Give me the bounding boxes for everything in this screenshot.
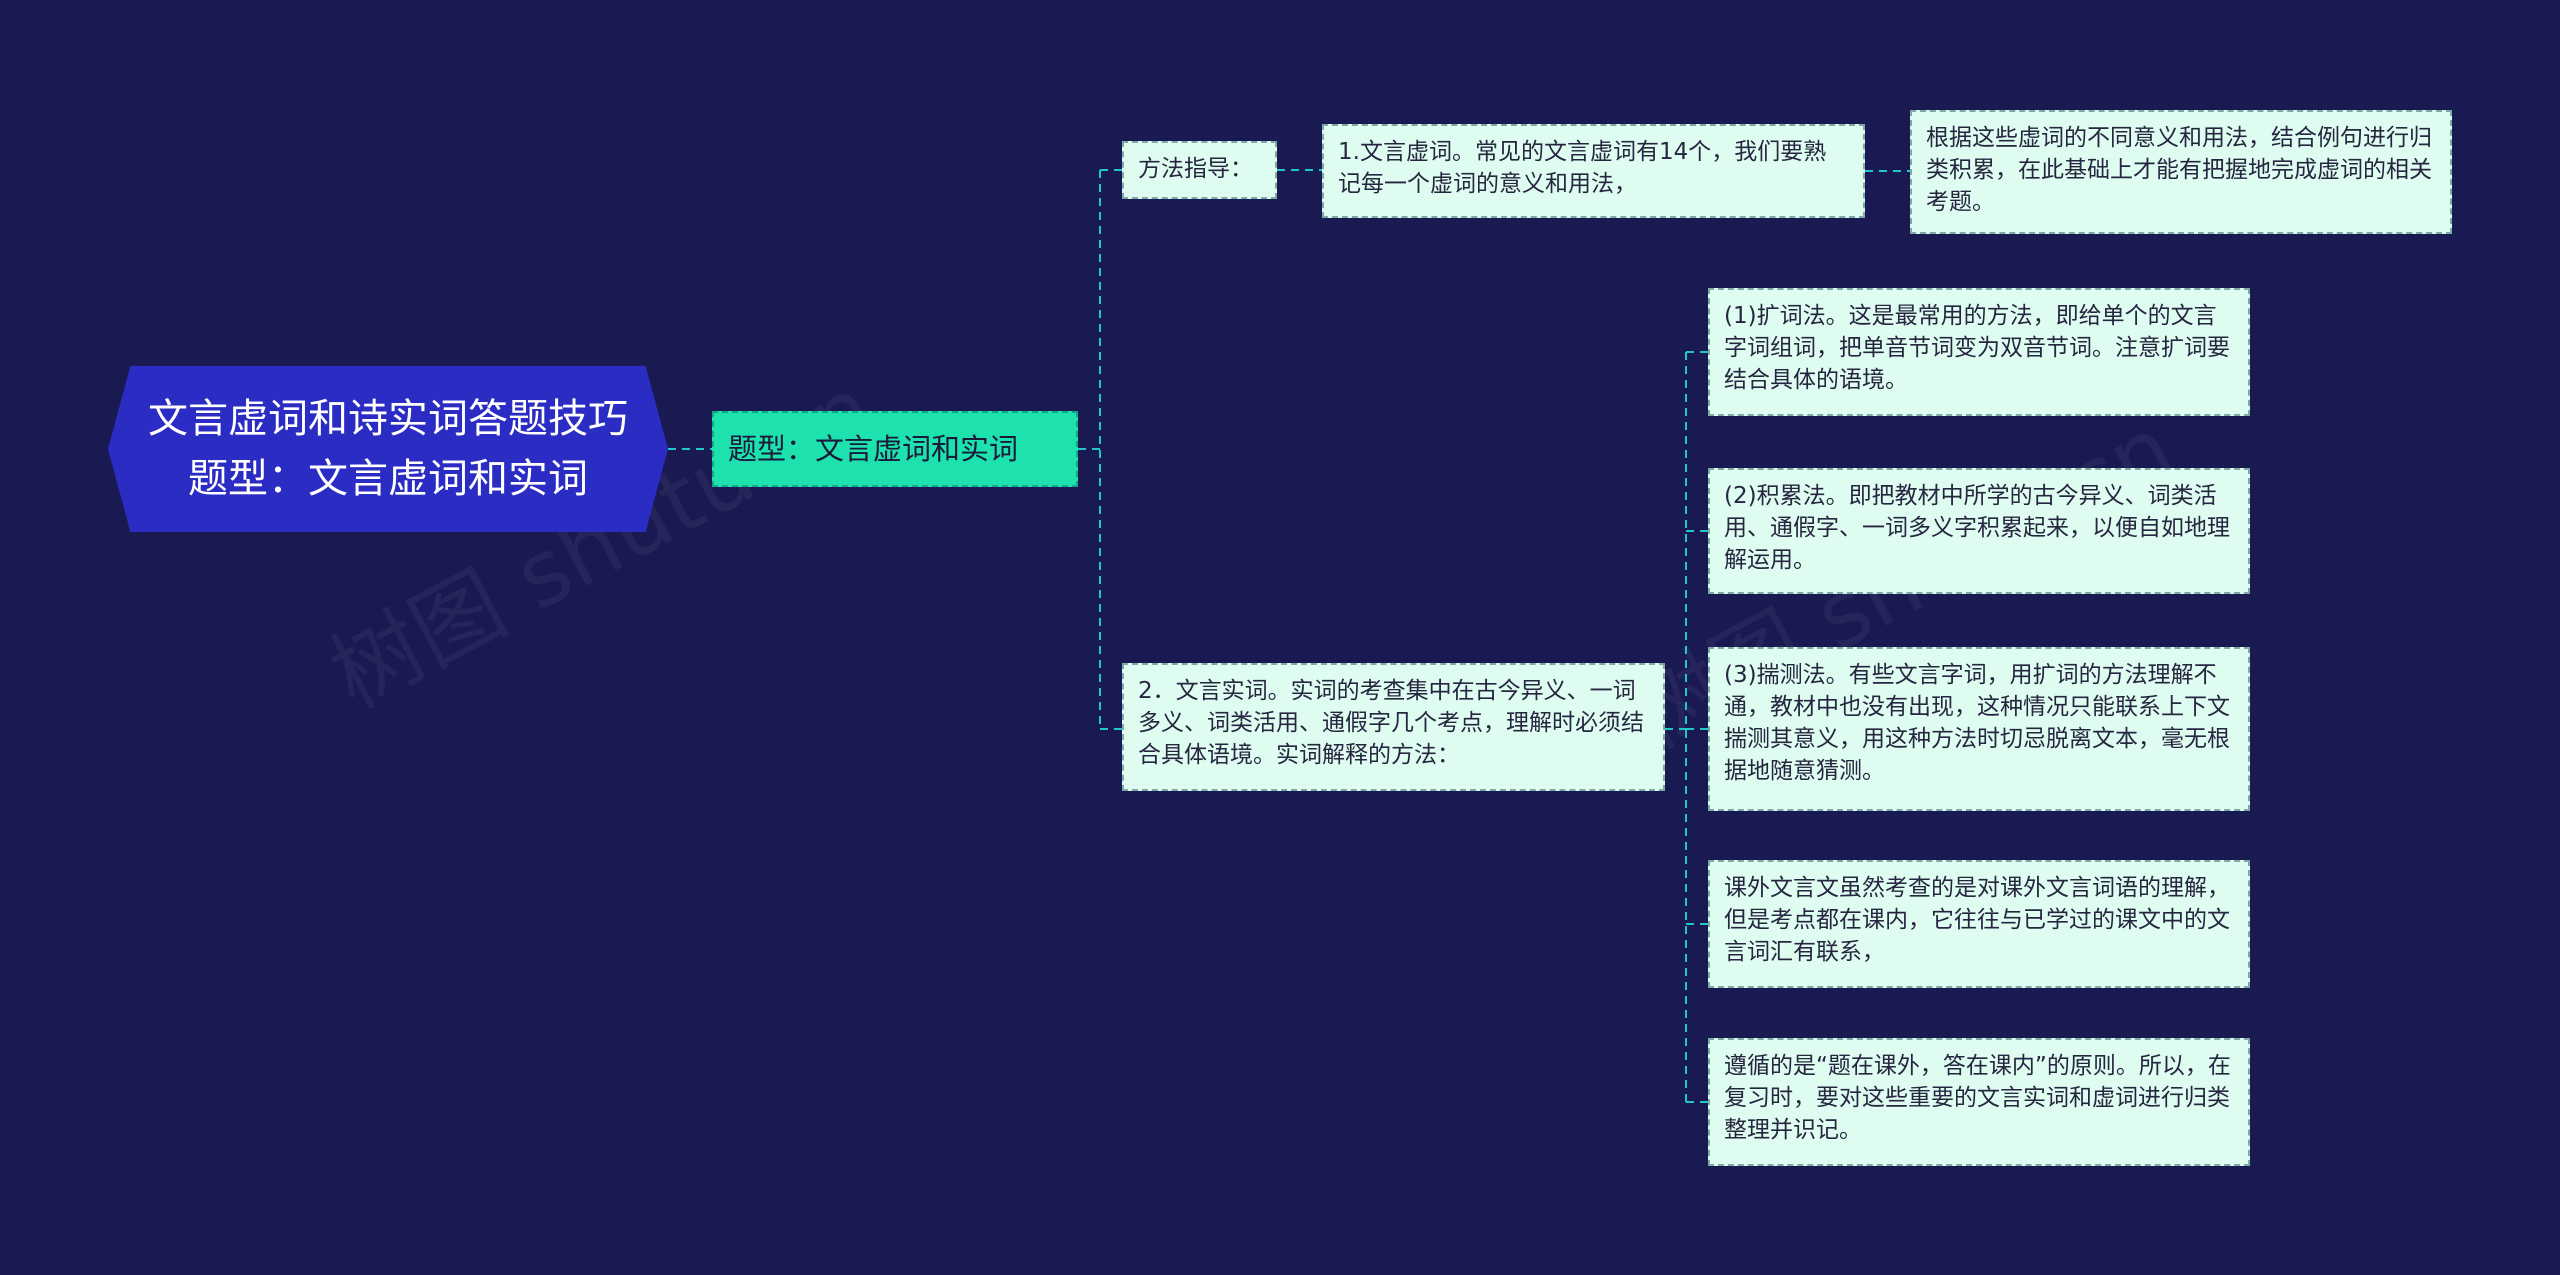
- shici-node[interactable]: 2．文言实词。实词的考查集中在古今异义、一词多义、词类活用、通假字几个考点，理解…: [1122, 663, 1665, 791]
- method-detail-node[interactable]: 根据这些虚词的不同意义和用法，结合例句进行归类积累，在此基础上才能有把握地完成虚…: [1910, 110, 2452, 234]
- root-topic[interactable]: 文言虚词和诗实词答题技巧 题型：文言虚词和实词: [108, 366, 668, 532]
- method-detail-text: 根据这些虚词的不同意义和用法，结合例句进行归类积累，在此基础上才能有把握地完成虚…: [1926, 125, 2432, 215]
- method-item-text: 1.文言虚词。常见的文言虚词有14个，我们要熟记每一个虚词的意义和用法，: [1338, 139, 1827, 197]
- shici-child-text: (1)扩词法。这是最常用的方法，即给单个的文言字词组词，把单音节词变为双音节词。…: [1724, 303, 2230, 393]
- shici-child-node[interactable]: 课外文言文虽然考查的是对课外文言词语的理解，但是考点都在课内，它往往与已学过的课…: [1708, 860, 2250, 988]
- subtopic-node[interactable]: 题型：文言虚词和实词: [712, 411, 1078, 487]
- shici-child-text: (2)积累法。即把教材中所学的古今异义、词类活用、通假字、一词多义字积累起来，以…: [1724, 483, 2230, 573]
- shici-child-node[interactable]: 遵循的是“题在课外，答在课内”的原则。所以，在复习时，要对这些重要的文言实词和虚…: [1708, 1038, 2250, 1166]
- method-node[interactable]: 方法指导：: [1122, 141, 1277, 199]
- method-item-node[interactable]: 1.文言虚词。常见的文言虚词有14个，我们要熟记每一个虚词的意义和用法，: [1322, 124, 1865, 218]
- shici-child-text: (3)揣测法。有些文言字词，用扩词的方法理解不通，教材中也没有出现，这种情况只能…: [1724, 662, 2230, 784]
- root-topic-label: 文言虚词和诗实词答题技巧 题型：文言虚词和实词: [148, 396, 628, 502]
- subtopic-label: 题型：文言虚词和实词: [728, 432, 1019, 466]
- shici-child-node[interactable]: (3)揣测法。有些文言字词，用扩词的方法理解不通，教材中也没有出现，这种情况只能…: [1708, 647, 2250, 811]
- shici-child-text: 课外文言文虽然考查的是对课外文言词语的理解，但是考点都在课内，它往往与已学过的课…: [1724, 875, 2230, 965]
- shici-text: 2．文言实词。实词的考查集中在古今异义、一词多义、词类活用、通假字几个考点，理解…: [1138, 678, 1644, 768]
- shici-child-text: 遵循的是“题在课外，答在课内”的原则。所以，在复习时，要对这些重要的文言实词和虚…: [1724, 1053, 2231, 1143]
- shici-child-node[interactable]: (1)扩词法。这是最常用的方法，即给单个的文言字词组词，把单音节词变为双音节词。…: [1708, 288, 2250, 416]
- shici-child-node[interactable]: (2)积累法。即把教材中所学的古今异义、词类活用、通假字、一词多义字积累起来，以…: [1708, 468, 2250, 594]
- method-label: 方法指导：: [1138, 156, 1253, 182]
